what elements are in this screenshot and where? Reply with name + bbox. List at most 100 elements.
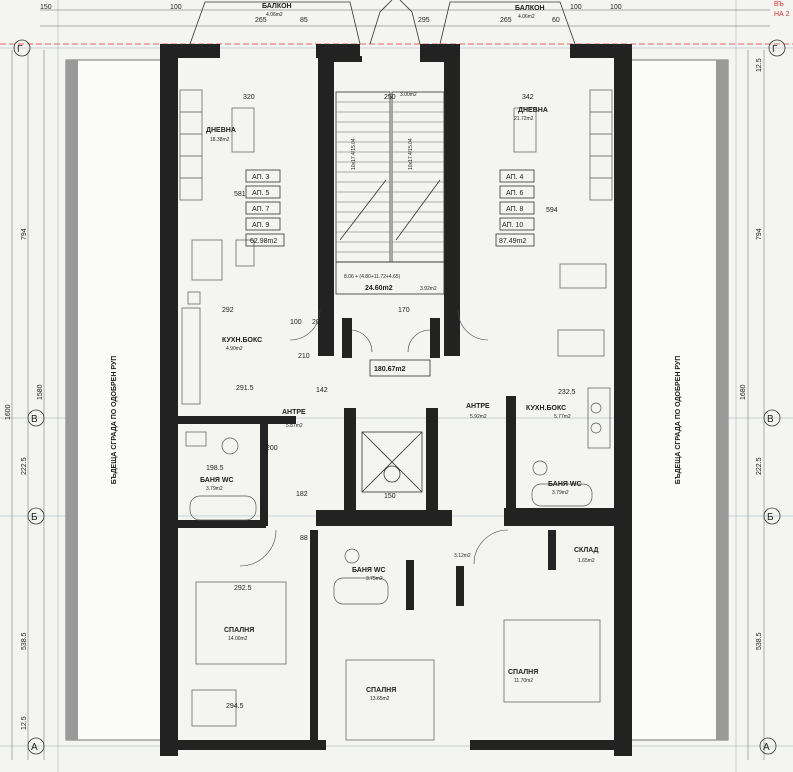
left-apt-3: АП. 3 [252, 174, 270, 181]
dim-misc-594: 594 [546, 207, 558, 214]
stair-flights [335, 91, 445, 295]
dim-misc-292b: 292.5 [234, 585, 252, 592]
dim-misc-250: 250 [384, 94, 396, 101]
dim-misc-182: 182 [296, 491, 308, 498]
balcony-right-label: БАЛКОН [515, 5, 545, 12]
axis-v-left: В [31, 414, 38, 425]
right-living-area: 21.72m2 [514, 116, 534, 122]
center-bedroom-area: 13.65m2 [370, 696, 390, 702]
left-apt-total: 62.98m2 [250, 238, 277, 245]
left-hall-name: АНТРЕ [282, 409, 306, 416]
dim-top-100b: 100 [570, 4, 582, 11]
stair-area: 24.60m2 [365, 285, 393, 292]
misc-dimensions: 320 342 250 581 594 292 200 291.5 170 23… [206, 94, 576, 710]
axis-bubbles: Г Г В В Б Б А А [13, 39, 786, 755]
dim-misc-294: 294.5 [226, 703, 244, 710]
stair-formula: 8.06 + (4.80+11.72+4.65) [344, 274, 401, 280]
left-apt-9: АП. 9 [252, 222, 270, 229]
left-living-name: ДНЕВНА [206, 127, 236, 134]
right-hall-name: АНТРЕ [466, 403, 490, 410]
center-bath-name: БАНЯ WC [352, 567, 386, 574]
dim-misc-198: 198.5 [206, 465, 224, 472]
right-bedroom-name: СПАЛНЯ [508, 669, 538, 676]
dim-misc-150: 150 [384, 493, 396, 500]
red-note-line1: ВЪ [774, 1, 784, 8]
dim-misc-200: 200 [266, 445, 278, 452]
dimension-chain-right: 794 1680 222.5 538.5 12.5 [740, 50, 765, 760]
dim-right-794: 794 [756, 228, 763, 240]
dim-top-150: 150 [40, 4, 52, 11]
right-kitchen-name: КУХН.БОКС [526, 405, 566, 412]
left-apt-5: АП. 5 [252, 190, 270, 197]
dim-right-1680: 1680 [740, 384, 747, 400]
dim-top-265a: 265 [255, 17, 267, 24]
right-apartment-list: АП. 4 АП. 6 АП. 8 АП. 10 87.49m2 [495, 169, 535, 247]
dim-top-100c: 100 [610, 4, 622, 11]
stair-step-note-left: 10x17.4/15.04 [351, 138, 357, 170]
dim-top-295: 295 [418, 17, 430, 24]
elevator [322, 408, 452, 526]
dim-left-794: 794 [21, 228, 28, 240]
dim-right-12: 12.5 [756, 58, 763, 72]
neighbor-right-label: БЪДЕЩА СГРАДА ПО ОДОБРЕН РУП [675, 356, 682, 485]
axis-a-left: А [31, 742, 38, 753]
balcony-right-area: 4.06m2 [518, 14, 535, 20]
center-bedroom-name: СПАЛНЯ [366, 687, 396, 694]
dim-misc-20: 20 [312, 319, 320, 326]
stair-core: 10x17.4/15.04 10x17.4/15.04 3.00m2 8.06 … [318, 56, 460, 356]
right-storage-name: СКЛАД [574, 547, 599, 554]
left-apt-7: АП. 7 [252, 206, 270, 213]
neighbor-left-label: БЪДЕЩА СГРАДА ПО ОДОБРЕН РУП [111, 356, 118, 485]
axis-g-left: Г [17, 44, 23, 55]
right-living-name: ДНЕВНА [518, 107, 548, 114]
red-note-line2: НА 2 [774, 11, 790, 18]
dim-misc-142: 142 [316, 387, 328, 394]
dim-misc-88: 88 [300, 535, 308, 542]
left-kitchen-area: 4.90m2 [226, 346, 243, 352]
dim-misc-581: 581 [234, 191, 246, 198]
dim-misc-210: 210 [298, 353, 310, 360]
neighbor-right: БЪДЕЩА СГРАДА ПО ОДОБРЕН РУП [627, 59, 729, 741]
center-bath-area: 3.75m2 [366, 576, 383, 582]
left-apartment-list: АП. 3 АП. 5 АП. 7 АП. 9 62.98m2 [245, 169, 285, 247]
dim-top-100: 100 [170, 4, 182, 11]
right-apt-8: АП. 8 [506, 206, 524, 213]
dimension-chain-left: 794 1600 1580 222.5 538.5 12.5 [5, 50, 45, 760]
left-bedroom-area: 14.00m2 [228, 636, 248, 642]
balcony-left-area: 4.06m2 [266, 12, 283, 18]
right-apt-total: 87.49m2 [499, 238, 526, 245]
center-apartment: БАНЯ WC 3.75m2 3.12m2 СПАЛНЯ 13.65m2 [333, 548, 471, 741]
dim-misc-342: 342 [522, 94, 534, 101]
right-hall-area: 5.92m2 [470, 414, 487, 420]
right-apartment: ДНЕВНА 21.72m2 АП. 4 АП. 6 АП. 8 АП. 10 … [466, 89, 620, 750]
left-bedroom-name: СПАЛНЯ [224, 627, 254, 634]
axis-b-right: Б [767, 512, 774, 523]
stair-step-note-right: 10x17.4/15.04 [408, 138, 414, 170]
corridor-doors: 180.67m2 [289, 309, 489, 377]
balconies: БАЛКОН 4.06m2 БАЛКОН 4.06m2 [189, 0, 576, 45]
right-apt-6: АП. 6 [506, 190, 524, 197]
dim-left-1600: 1600 [5, 404, 12, 420]
left-bath-area: 3.79m2 [206, 486, 223, 492]
dimension-chain-top: 150 100 265 85 295 100 100 265 60 [40, 4, 770, 27]
right-apt-10: АП. 10 [502, 222, 523, 229]
dim-top-265b: 265 [500, 17, 512, 24]
right-bath-name: БАНЯ WC [548, 481, 582, 488]
stair-landing2-area: 3.92m2 [420, 286, 437, 292]
dim-misc-292: 292 [222, 307, 234, 314]
neighbor-left: БЪДЕЩА СГРАДА ПО ОДОБРЕН РУП [65, 59, 167, 741]
right-bath-area: 3.79m2 [552, 490, 569, 496]
dim-misc-320: 320 [243, 94, 255, 101]
red-note: ВЪ НА 2 [774, 1, 790, 18]
dim-right-538: 538.5 [756, 632, 763, 650]
left-bath-name: БАНЯ WC [200, 477, 234, 484]
dim-left-222: 222.5 [21, 457, 28, 475]
stair-landing-area: 3.00m2 [400, 92, 417, 98]
right-apt-4: АП. 4 [506, 174, 524, 181]
dim-misc-100: 100 [290, 319, 302, 326]
axis-a-right: А [763, 742, 770, 753]
dim-misc-170: 170 [398, 307, 410, 314]
left-hall-area: 5.87m2 [286, 423, 303, 429]
axis-g-right: Г [772, 44, 778, 55]
